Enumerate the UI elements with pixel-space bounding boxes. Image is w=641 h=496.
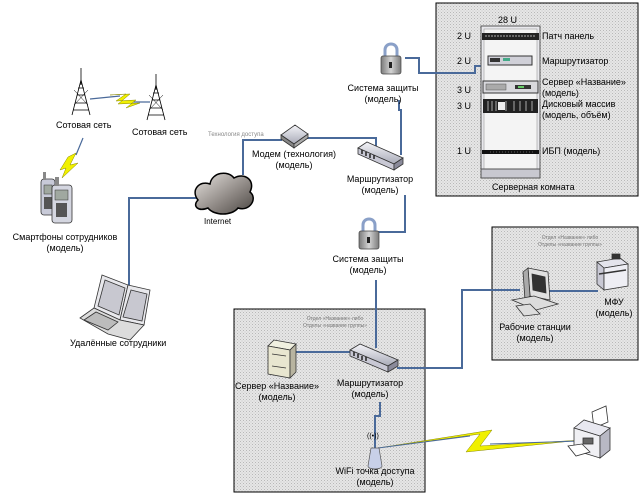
wifi-label: WiFi точка доступа (модель) <box>335 466 415 487</box>
rack-unit-size: 2 U <box>457 31 472 41</box>
department-zone-right <box>491 226 639 361</box>
remote-employees-label: Удалённые сотрудники <box>70 338 167 348</box>
wireless-bolt-phone <box>59 152 79 179</box>
rack-unit-server <box>482 80 539 94</box>
cell-tower-2-label: Сотовая сеть <box>132 127 188 137</box>
firewall-mid-label: Система защиты (модель) <box>332 254 404 275</box>
wifi-access-point-icon <box>367 447 383 470</box>
link-router-firewall-top <box>398 100 402 155</box>
department-zone-main <box>233 308 426 493</box>
wireless-links <box>59 93 583 453</box>
rack-unit-label: Дисковый массив (модель, объём) <box>542 99 616 120</box>
network-links <box>128 57 598 448</box>
wireless-bolt-towers <box>109 93 141 109</box>
firewall-top-label: Система защиты (модель) <box>347 83 419 104</box>
link-deptrouter-wifi <box>374 402 381 448</box>
server-room-title: Серверная комната <box>492 182 575 192</box>
router-mid-icon <box>357 141 404 171</box>
workstation-icon <box>510 267 560 317</box>
rack-size-label: 28 U <box>498 15 518 25</box>
wireless-printer-icon <box>567 405 611 459</box>
mfp-label: МФУ (модель) <box>595 297 633 318</box>
modem-icon <box>280 124 309 149</box>
rack-unit-label: Маршрутизатор <box>542 56 609 66</box>
dept-router-label: Маршрутизатор (модель) <box>336 378 404 399</box>
internet-label: Internet <box>204 217 232 226</box>
rack-unit-size: 2 U <box>457 56 472 66</box>
firewall-top-lock-icon <box>380 42 402 75</box>
cell-tower-2-icon <box>146 74 166 121</box>
rack-unit-size: 3 U <box>457 101 472 111</box>
link-deptrouter-workstations <box>397 289 520 369</box>
rack-unit-disk-array <box>483 99 538 113</box>
rack-unit-size: 3 U <box>457 85 472 95</box>
wifi-signal-label: ((•)) <box>367 433 379 440</box>
link-internet-modem <box>242 139 282 175</box>
access-technology-label: Технология доступа <box>208 132 264 138</box>
router-mid-label: Маршрутизатор (модель) <box>346 174 414 195</box>
dept-router-icon <box>349 343 399 373</box>
internet-cloud-icon <box>194 172 254 215</box>
link-remote-internet <box>128 197 198 304</box>
smartphones-label: Смартфоны сотрудников (модель) <box>12 232 118 253</box>
workstations-label: Рабочие станции (модель) <box>499 322 571 343</box>
rack-unit-label: ИБП (модель) <box>542 146 601 156</box>
dept-main-zone-title: Отдел «Название» либо Отделы «название г… <box>303 316 367 329</box>
rack-unit-router <box>487 55 533 66</box>
rack-unit-patch-panel <box>482 33 539 40</box>
mfp-icon <box>596 253 629 291</box>
smartphones-icon <box>40 172 73 224</box>
dept-right-zone-title: Отдел «Название» либо Отделы «название г… <box>538 235 602 248</box>
server-rack-icon <box>480 25 541 179</box>
rack-unit-label: Сервер «Название» (модель) <box>542 77 626 98</box>
dept-server-icon <box>267 339 297 379</box>
cell-tower-1-icon <box>71 68 91 116</box>
cell-tower-1-label: Сотовая сеть <box>56 120 112 130</box>
modem-label: Модем (технология) (модель) <box>252 149 336 170</box>
rack-unit-size: 1 U <box>457 146 472 156</box>
dept-server-label: Сервер «Название» (модель) <box>235 381 319 402</box>
laptop-icon <box>79 274 151 341</box>
link-firewall-top-rack <box>405 57 484 74</box>
firewall-mid-lock-icon <box>358 217 380 250</box>
rack-unit-label: Патч панель <box>542 31 595 41</box>
link-router-firewall-mid <box>376 195 406 233</box>
rack-unit-ups <box>482 150 539 154</box>
